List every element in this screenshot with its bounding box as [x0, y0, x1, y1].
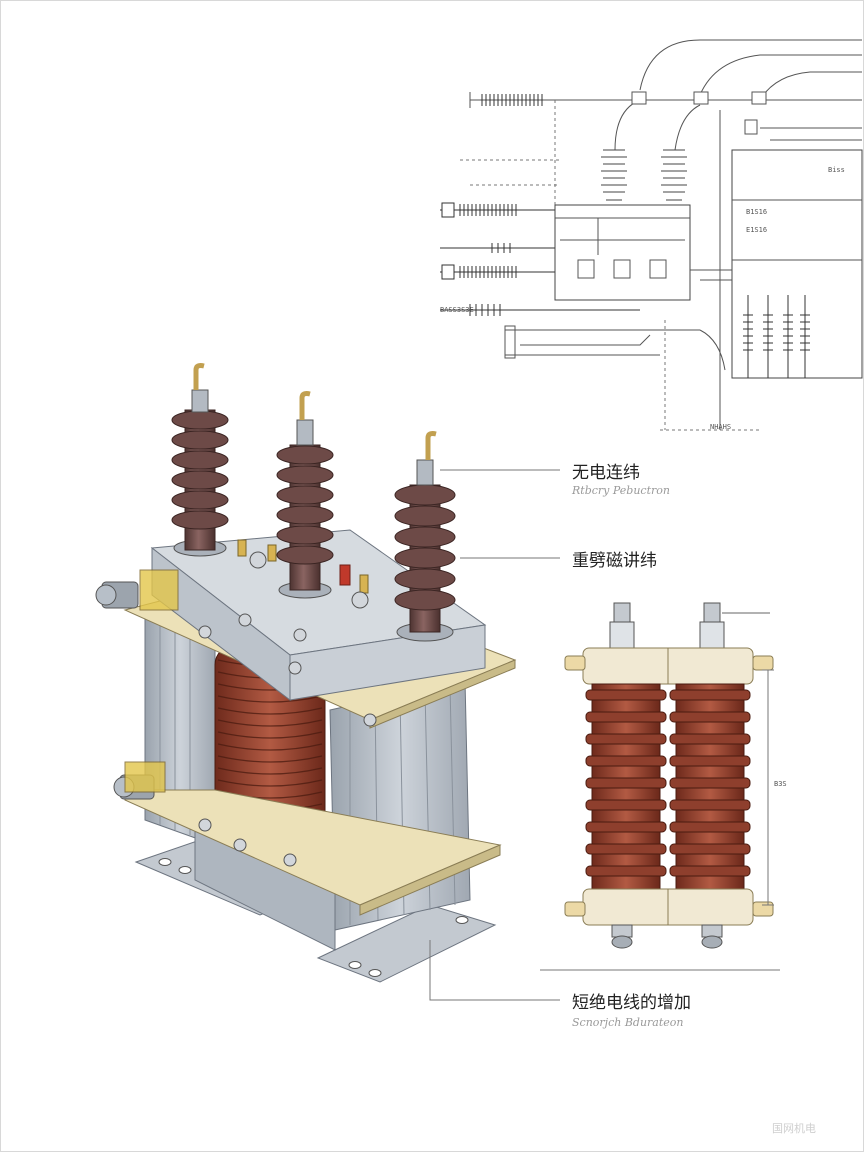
- schematic-arresters: [743, 295, 810, 378]
- small-terminals: [198, 539, 377, 867]
- hv-bushing-center: [276, 391, 334, 599]
- schematic-label-3: E1S16: [746, 226, 768, 234]
- callout-3-subtitle: Scnorjch Bdurateon: [572, 1016, 684, 1029]
- dimension-label: B3S: [774, 780, 787, 788]
- schematic-insulator-rows: [440, 94, 640, 316]
- callout-1-subtitle: Rtbcry Pebuctron: [572, 484, 670, 497]
- schematic-bushings: [601, 149, 687, 201]
- side-terminals: [95, 569, 179, 800]
- schematic-label-4: BASS3S3E: [440, 306, 474, 314]
- callout-leaders: [429, 469, 780, 1001]
- watermark: 国网机电: [772, 1122, 816, 1135]
- callout-2-title: 重劈磁讲纬: [572, 551, 657, 571]
- twin-coil-detail: [564, 602, 774, 949]
- schematic-label-1: Biss: [828, 166, 845, 174]
- hv-bushing-right: [394, 431, 456, 642]
- callout-3-title: 短绝电线的增加: [572, 993, 691, 1013]
- hv-bushing-left: [171, 363, 229, 557]
- schematic-diagram: [440, 39, 863, 431]
- schematic-label-5: NHAHS: [710, 423, 732, 431]
- schematic-label-2: B1S16: [746, 208, 768, 216]
- three-phase-transformer: [95, 363, 517, 983]
- callout-1-title: 无电连纬: [572, 463, 640, 483]
